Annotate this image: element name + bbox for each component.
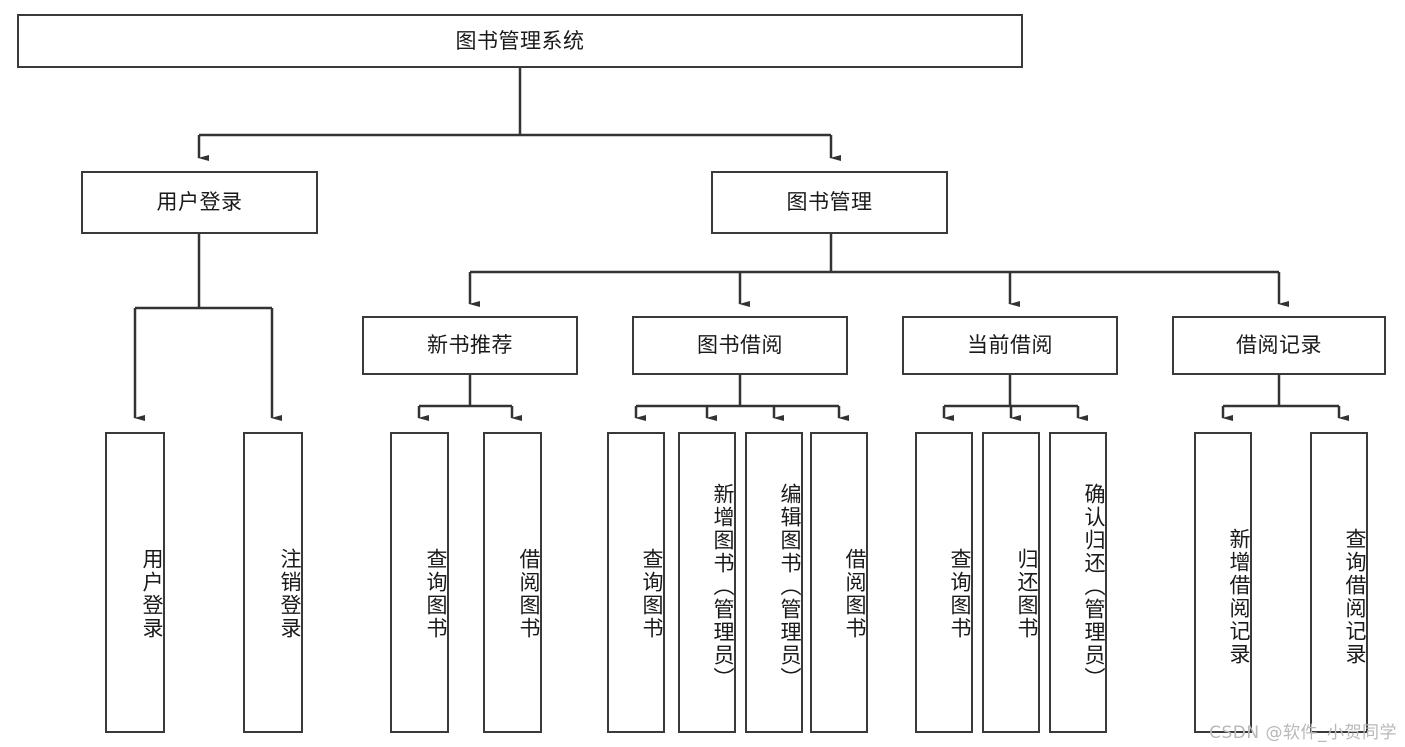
leaf-book-borrow-2-label: 新增图书（管理员） xyxy=(711,483,735,690)
leaf-new-book-1-label: 查询图书 xyxy=(424,547,448,640)
node-borrow-record-label: 借阅记录 xyxy=(1236,333,1322,358)
node-root-label: 图书管理系统 xyxy=(455,28,585,53)
leaf-book-borrow-1-label: 查询图书 xyxy=(640,547,664,640)
leaf-borrow-record-1[interactable]: 新增借阅记录 xyxy=(1194,432,1252,733)
leaf-user-login-1-label: 用户登录 xyxy=(140,547,164,640)
leaf-current-borrow-2[interactable]: 归还图书 xyxy=(982,432,1040,733)
leaf-user-login-2-label: 注销登录 xyxy=(278,547,302,640)
leaf-new-book-2[interactable]: 借阅图书 xyxy=(483,432,542,733)
node-user-login[interactable]: 用户登录 xyxy=(81,171,318,234)
leaf-user-login-2[interactable]: 注销登录 xyxy=(243,432,303,733)
leaf-book-borrow-2[interactable]: 新增图书（管理员） xyxy=(678,432,736,733)
node-current-borrow-label: 当前借阅 xyxy=(967,333,1053,358)
leaf-current-borrow-1-label: 查询图书 xyxy=(948,547,972,640)
leaf-current-borrow-3[interactable]: 确认归还（管理员） xyxy=(1049,432,1107,733)
node-new-book-recommend-label: 新书推荐 xyxy=(427,333,513,358)
leaf-current-borrow-1[interactable]: 查询图书 xyxy=(915,432,973,733)
leaf-new-book-2-label: 借阅图书 xyxy=(517,547,541,640)
node-user-login-label: 用户登录 xyxy=(156,190,243,215)
watermark-text: CSDN @软件_小贺同学 xyxy=(1209,723,1397,743)
node-book-management[interactable]: 图书管理 xyxy=(711,171,948,234)
leaf-book-borrow-3[interactable]: 编辑图书（管理员） xyxy=(745,432,803,733)
node-book-borrow-label: 图书借阅 xyxy=(697,333,783,358)
leaf-book-borrow-4[interactable]: 借阅图书 xyxy=(810,432,868,733)
node-book-borrow[interactable]: 图书借阅 xyxy=(632,316,848,375)
leaf-borrow-record-2[interactable]: 查询借阅记录 xyxy=(1310,432,1368,733)
node-borrow-record[interactable]: 借阅记录 xyxy=(1172,316,1386,375)
leaf-user-login-1[interactable]: 用户登录 xyxy=(105,432,165,733)
leaf-book-borrow-3-label: 编辑图书（管理员） xyxy=(778,483,802,690)
node-root[interactable]: 图书管理系统 xyxy=(17,14,1023,68)
leaf-borrow-record-2-label: 查询借阅记录 xyxy=(1343,527,1367,666)
node-current-borrow[interactable]: 当前借阅 xyxy=(902,316,1118,375)
leaf-current-borrow-2-label: 归还图书 xyxy=(1015,547,1039,640)
leaf-book-borrow-4-label: 借阅图书 xyxy=(843,547,867,640)
node-book-management-label: 图书管理 xyxy=(786,190,873,215)
node-new-book-recommend[interactable]: 新书推荐 xyxy=(362,316,578,375)
leaf-borrow-record-1-label: 新增借阅记录 xyxy=(1227,527,1251,666)
leaf-new-book-1[interactable]: 查询图书 xyxy=(390,432,449,733)
leaf-current-borrow-3-label: 确认归还（管理员） xyxy=(1082,483,1106,690)
leaf-book-borrow-1[interactable]: 查询图书 xyxy=(607,432,665,733)
